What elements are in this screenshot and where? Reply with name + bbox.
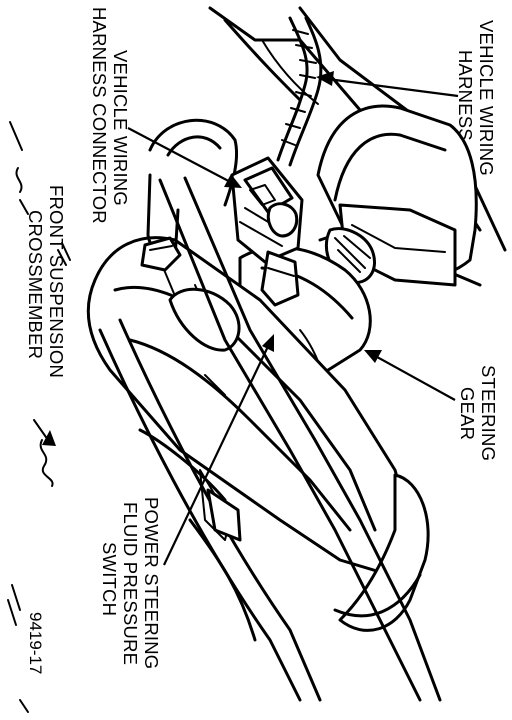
wiring-connector: [230, 156, 304, 264]
label-vehicle-wiring-harness-connector: VEHICLE WIRING HARNESS CONNECTOR: [89, 7, 131, 224]
label-vehicle-wiring-harness-line-1: VEHICLE WIRING: [476, 20, 497, 176]
steering-gear-box: [316, 104, 478, 287]
label-power-steering-fluid-pressure-switch: POWER STEERING FLUID PRESSURE SWITCH: [99, 497, 162, 669]
label-steering-gear-line-2: GEAR: [457, 387, 478, 440]
label-connector-line-1: VEHICLE WIRING: [110, 50, 131, 206]
label-ps-switch-line-1: POWER STEERING: [141, 497, 162, 669]
lower-lines: [98, 318, 430, 702]
label-crossmember-line-2: CROSSMEMBER: [25, 210, 46, 359]
label-vehicle-wiring-harness: VEHICLE WIRING HARNESS: [455, 20, 497, 176]
label-front-suspension-crossmember: FRONT SUSPENSION CROSSMEMBER: [25, 185, 67, 378]
pressure-switch: [260, 250, 300, 307]
front-suspension-crossmember: [86, 236, 417, 577]
figure-number-text: 9419-17: [26, 612, 45, 674]
figure-number: 9419-17: [26, 612, 45, 674]
label-vehicle-wiring-harness-line-2: HARNESS: [455, 50, 476, 141]
crossmember-marks: [9, 121, 71, 487]
wiring-harness-cable: [276, 16, 323, 167]
crossmember-bolt: [140, 236, 182, 272]
label-crossmember-line-1: FRONT SUSPENSION: [46, 185, 67, 378]
label-steering-gear: STEERING GEAR: [457, 365, 499, 461]
label-ps-switch-line-3: SWITCH: [99, 542, 120, 616]
label-ps-switch-line-2: FLUID PRESSURE: [120, 502, 141, 665]
label-steering-gear-line-1: STEERING: [478, 365, 499, 461]
leaders: [127, 71, 459, 566]
label-connector-line-2: HARNESS CONNECTOR: [89, 7, 110, 224]
figure-number-marks: [7, 584, 29, 713]
